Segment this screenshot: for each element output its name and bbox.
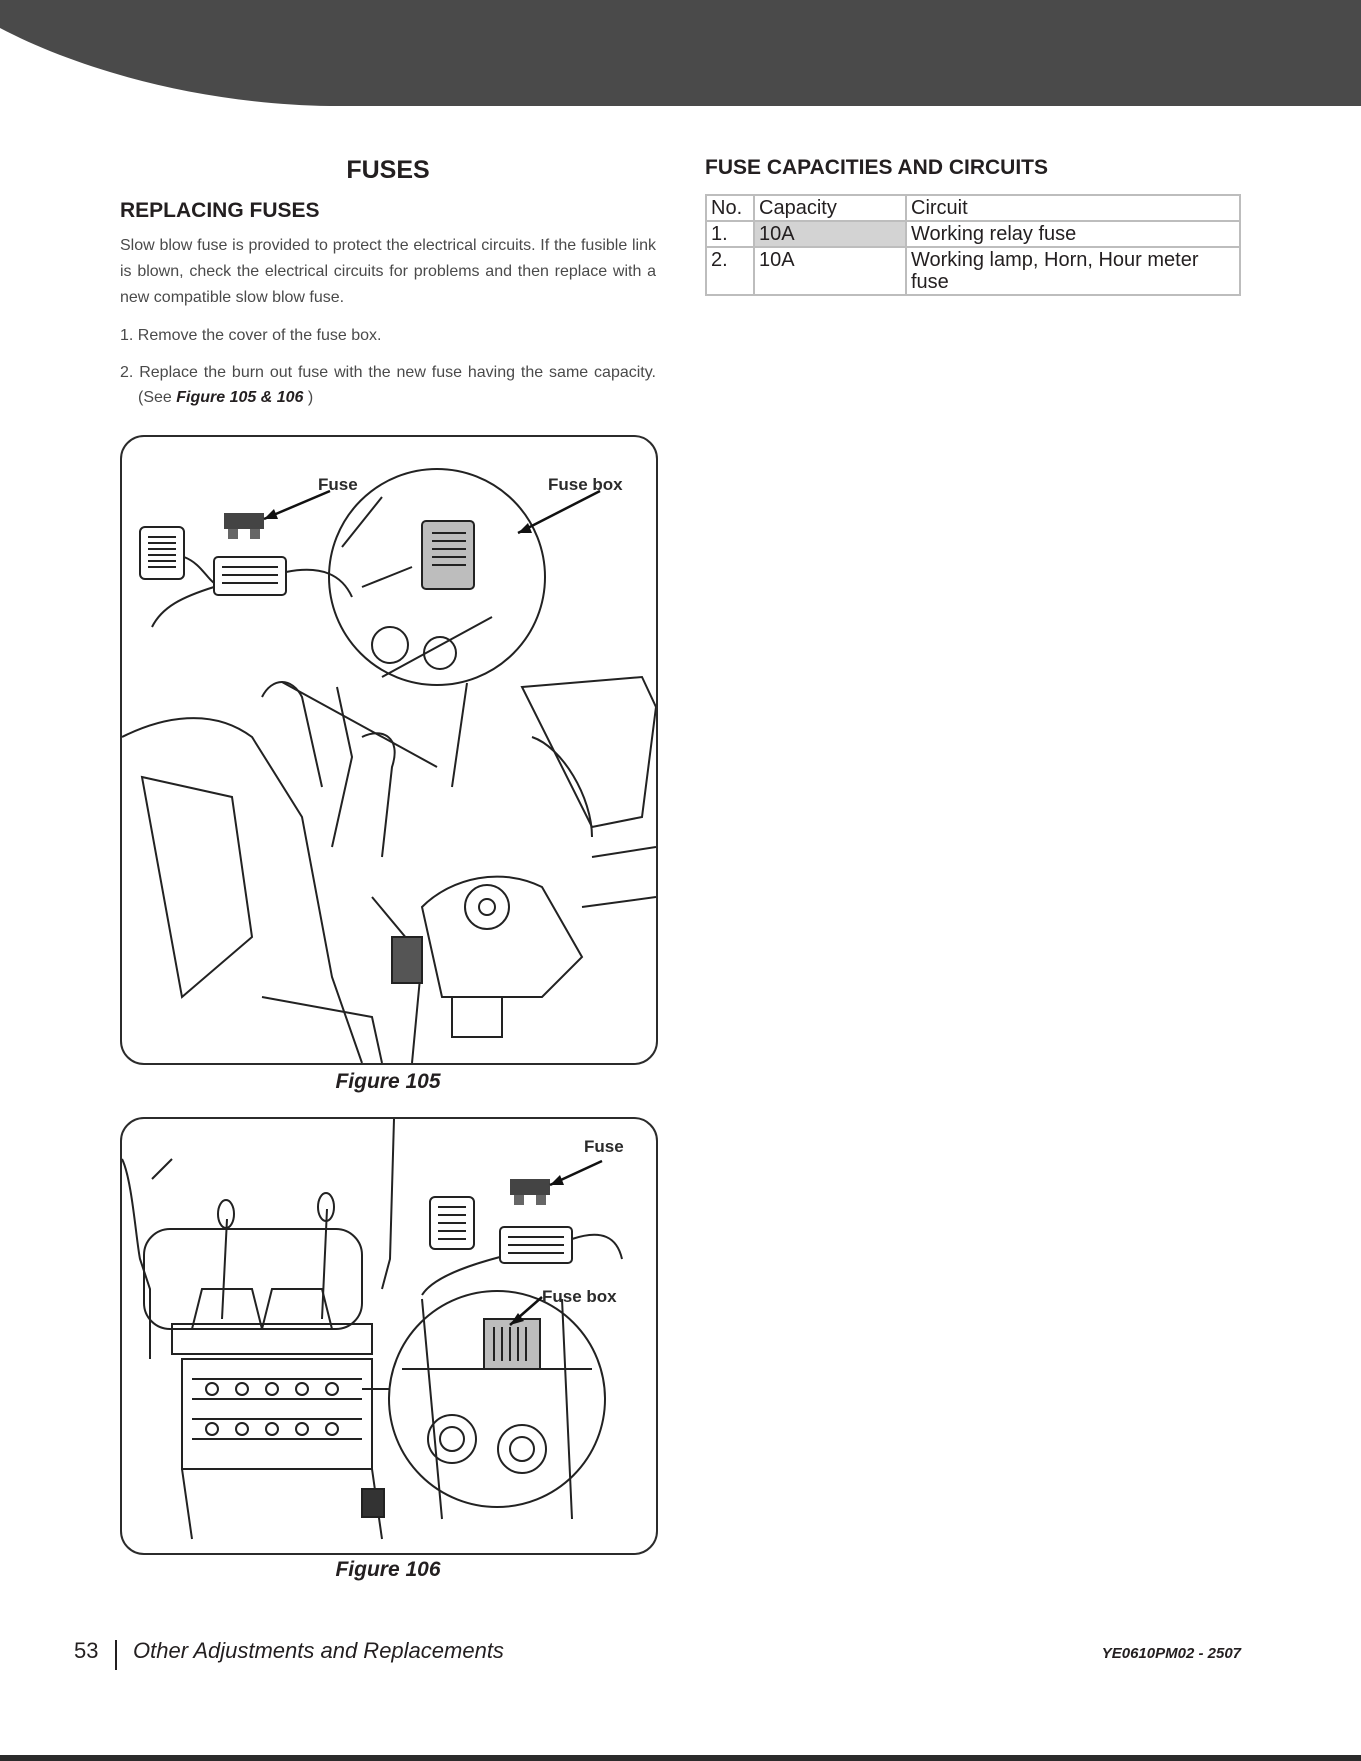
table-cell: 10A bbox=[753, 220, 907, 248]
fuse-capacity-table: No. Capacity Circuit 1. 10A Working rela… bbox=[705, 194, 1241, 296]
figure-105-drawing bbox=[122, 468, 656, 1063]
fuse-callout: Fuse bbox=[584, 1137, 624, 1156]
right-column: FUSE CAPACITIES AND CIRCUITS No. Capacit… bbox=[705, 152, 1241, 296]
figure-reference: Figure 105 & 106 bbox=[176, 389, 304, 406]
table-header-row: No. Capacity Circuit bbox=[705, 194, 1241, 222]
step-2: 2. Replace the burn out fuse with the ne… bbox=[120, 360, 656, 410]
column-header: Circuit bbox=[905, 194, 1241, 222]
footer-section-title: Other Adjustments and Replacements bbox=[133, 1638, 504, 1663]
step-1: 1. Remove the cover of the fuse box. bbox=[120, 327, 382, 344]
fuse-box-callout: Fuse box bbox=[548, 475, 623, 494]
table-cell: 2. bbox=[705, 246, 755, 296]
section-title: FUSES bbox=[346, 156, 430, 184]
table-cell: Working lamp, Horn, Hour meter fuse bbox=[905, 246, 1241, 296]
step-2-text: 2. Replace the burn out fuse with the ne… bbox=[120, 364, 656, 406]
figure-106-caption: Figure 106 bbox=[335, 1558, 441, 1581]
bottom-rule bbox=[0, 1755, 1361, 1761]
intro-paragraph: Slow blow fuse is provided to protect th… bbox=[120, 237, 656, 306]
table-cell: Working relay fuse bbox=[905, 220, 1241, 248]
table-cell: 10A bbox=[753, 246, 907, 296]
figure-106-drawing bbox=[122, 1119, 623, 1540]
page-number: 53 bbox=[74, 1638, 99, 1663]
figure-105-caption: Figure 105 bbox=[335, 1070, 441, 1093]
figure-105-illustration: Fuse Fuse box bbox=[120, 435, 658, 1065]
footer-divider bbox=[115, 1640, 117, 1670]
column-header: No. bbox=[705, 194, 755, 222]
left-column: FUSES REPLACING FUSES Slow blow fuse is … bbox=[120, 150, 656, 422]
figure-106-illustration: Fuse Fuse box bbox=[120, 1117, 658, 1555]
header-band bbox=[0, 0, 1361, 106]
sub-title: REPLACING FUSES bbox=[120, 199, 320, 222]
step-2-end: ) bbox=[303, 389, 314, 406]
table-cell: 1. bbox=[705, 220, 755, 248]
document-code: YE0610PM02 - 2507 bbox=[1101, 1645, 1241, 1662]
table-row: 2. 10A Working lamp, Horn, Hour meter fu… bbox=[705, 246, 1241, 296]
table-row: 1. 10A Working relay fuse bbox=[705, 220, 1241, 248]
column-header: Capacity bbox=[753, 194, 907, 222]
fuse-box-callout: Fuse box bbox=[542, 1287, 617, 1306]
table-title: FUSE CAPACITIES AND CIRCUITS bbox=[705, 156, 1049, 179]
fuse-callout: Fuse bbox=[318, 475, 358, 494]
